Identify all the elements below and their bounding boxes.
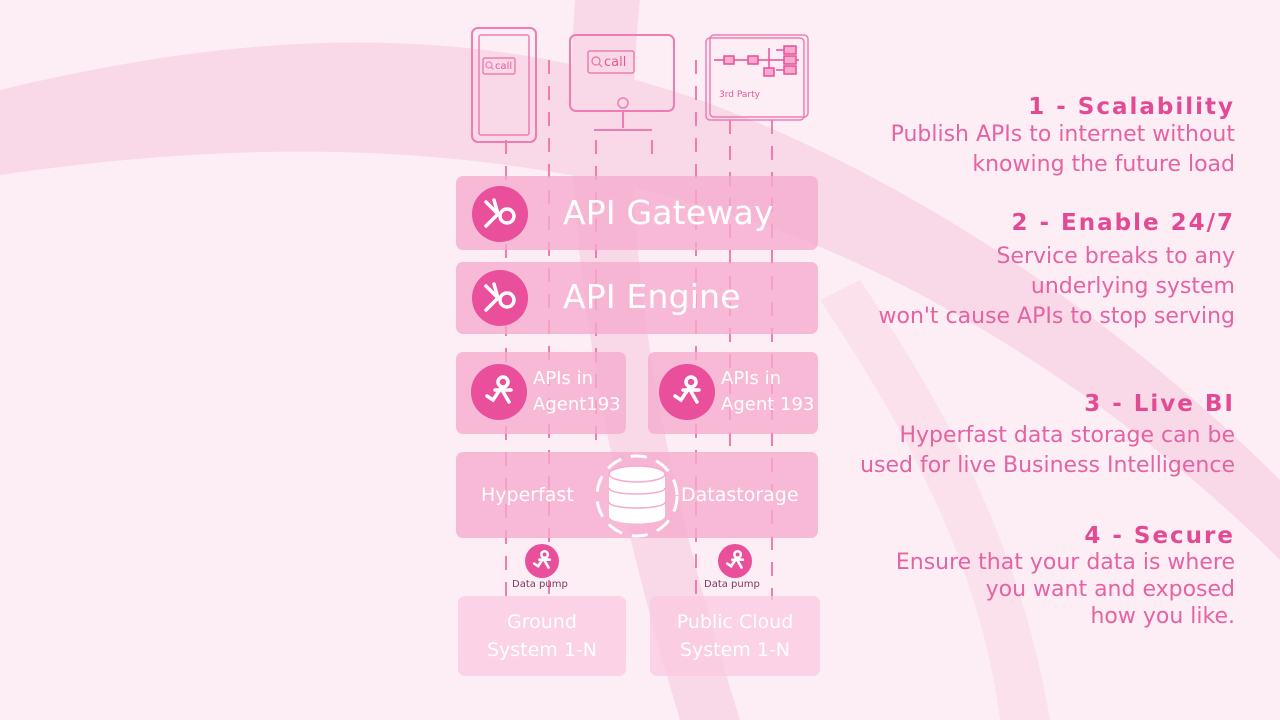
- brand-logo-icon: [472, 186, 528, 242]
- feature-title: 3 - Live BI: [1084, 391, 1235, 417]
- ground-system-box: [458, 596, 626, 676]
- api-engine-label: API Engine: [563, 277, 741, 316]
- public-cloud-box: [650, 596, 820, 676]
- data-pump-left-label: Data pump: [512, 579, 568, 590]
- feature-desc-line: Ensure that your data is where: [895, 550, 1235, 575]
- data-pump-right-label: Data pump: [704, 579, 760, 590]
- agent-left-label: APIs in Agent193: [533, 368, 621, 415]
- storage-left-label: Hyperfast: [481, 484, 574, 506]
- feature-desc-line: knowing the future load: [972, 152, 1235, 177]
- desktop-device: [569, 34, 675, 131]
- third-party-label: 3rd Party: [719, 90, 760, 100]
- feature-desc-line: Hyperfast data storage can be: [899, 423, 1235, 448]
- phone-search-label: call: [495, 61, 513, 72]
- feature-desc-line: used for live Business Intelligence: [860, 453, 1235, 478]
- public-cloud-label: Public Cloud System 1-N: [676, 611, 794, 661]
- data-pump-icon: [525, 544, 559, 578]
- flowchart-icon: [714, 45, 799, 77]
- feature-desc-line: underlying system: [1030, 274, 1235, 299]
- storage-right-label: Datastorage: [681, 484, 799, 506]
- agent-right-label: APIs in Agent 193: [721, 368, 815, 415]
- third-party-device: [705, 34, 809, 121]
- brand-logo-icon: [472, 270, 528, 326]
- phone-device: [471, 27, 537, 143]
- feature-desc-line: you want and exposed: [985, 577, 1235, 602]
- api-gateway-label: API Gateway: [563, 193, 774, 232]
- feature-desc-line: how you like.: [1090, 604, 1235, 629]
- agent-logo-icon: [659, 364, 715, 420]
- feature-enable-24-7: 2 - Enable 24/7 Service breaks to any un…: [878, 210, 1235, 332]
- feature-desc-line: Publish APIs to internet without: [890, 122, 1235, 147]
- ground-system-label: Ground System 1-N: [486, 611, 598, 661]
- feature-title: 2 - Enable 24/7: [1011, 210, 1235, 236]
- feature-live-bi: 3 - Live BI Hyperfast data storage can b…: [860, 391, 1235, 481]
- feature-title: 4 - Secure: [1084, 523, 1235, 549]
- agent-logo-icon: [471, 364, 527, 420]
- feature-desc-line: won't cause APIs to stop serving: [878, 304, 1235, 329]
- data-pump-icon: [718, 544, 752, 578]
- feature-title: 1 - Scalability: [1028, 94, 1235, 120]
- feature-desc-line: Service breaks to any: [996, 244, 1235, 269]
- desktop-search-label: call: [604, 55, 627, 70]
- feature-scalability: 1 - Scalability Publish APIs to internet…: [891, 94, 1235, 180]
- database-icon: [595, 454, 679, 538]
- feature-secure: 4 - Secure Ensure that your data is wher…: [896, 523, 1235, 630]
